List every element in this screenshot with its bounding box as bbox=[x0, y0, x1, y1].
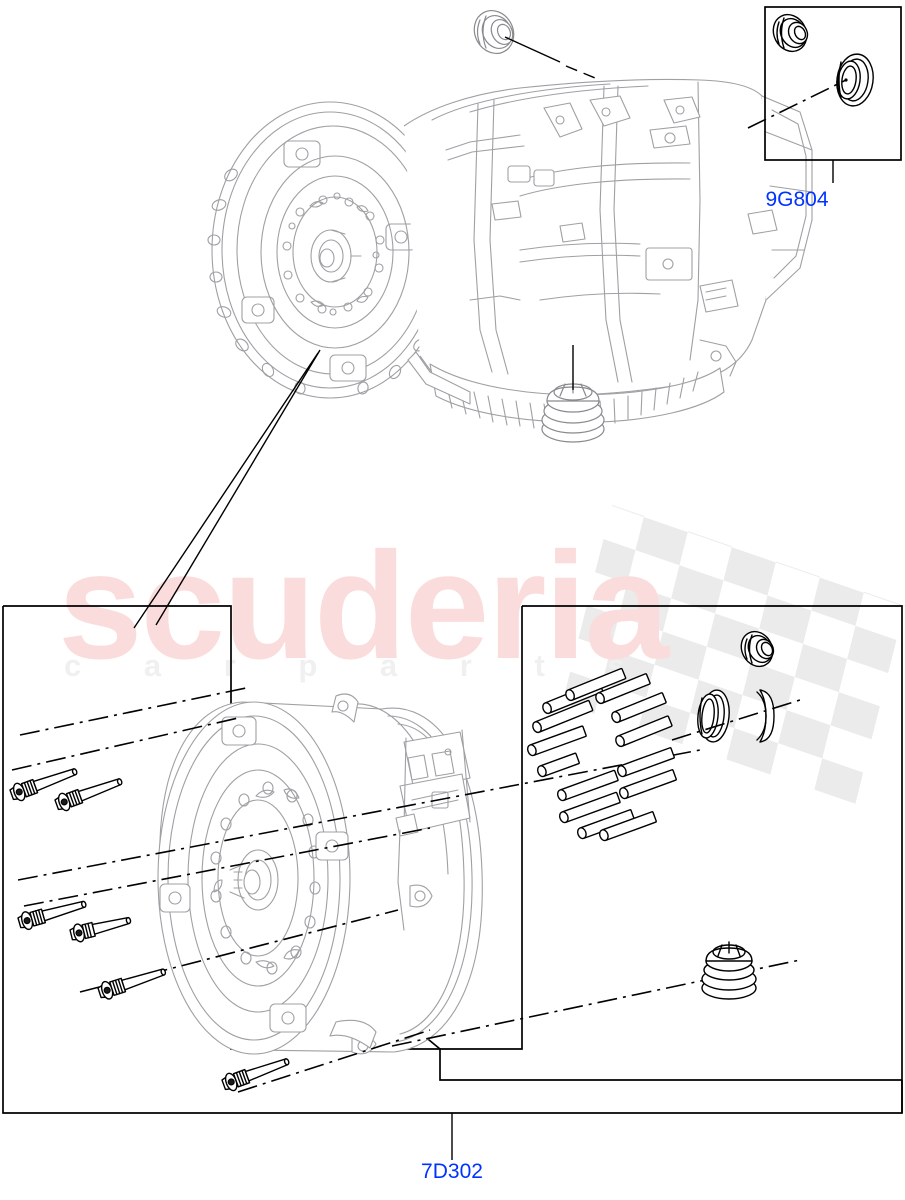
callout-box-7D302 bbox=[2, 605, 903, 1114]
leader-plug-upper bbox=[504, 36, 561, 63]
converter-seal bbox=[697, 689, 730, 743]
drain-plug-upper bbox=[473, 10, 515, 54]
plug-bung-lower-right bbox=[701, 941, 757, 1000]
axis-line-9G804 bbox=[747, 79, 847, 129]
leader-driveplate-b bbox=[155, 349, 321, 626]
leader-plug-upper-dash bbox=[565, 65, 601, 81]
axis-seal-snapring bbox=[671, 699, 801, 741]
torque-converter-assembly bbox=[157, 693, 483, 1055]
sealing-plug-9G804 bbox=[772, 13, 809, 53]
leader-driveplate-a bbox=[133, 352, 319, 629]
transmission-housing-assembly bbox=[207, 78, 813, 430]
plug-bung-upper-right bbox=[740, 630, 775, 668]
oil-seal-ring-9G804 bbox=[836, 53, 874, 107]
part-number-label-9G804[interactable]: 9G804 bbox=[765, 188, 829, 211]
torque-converter-bolts-left bbox=[9, 768, 290, 1092]
part-number-label-7D302[interactable]: 7D302 bbox=[421, 1160, 483, 1183]
dowel-pin-cluster bbox=[526, 667, 677, 842]
snap-ring bbox=[756, 689, 775, 743]
